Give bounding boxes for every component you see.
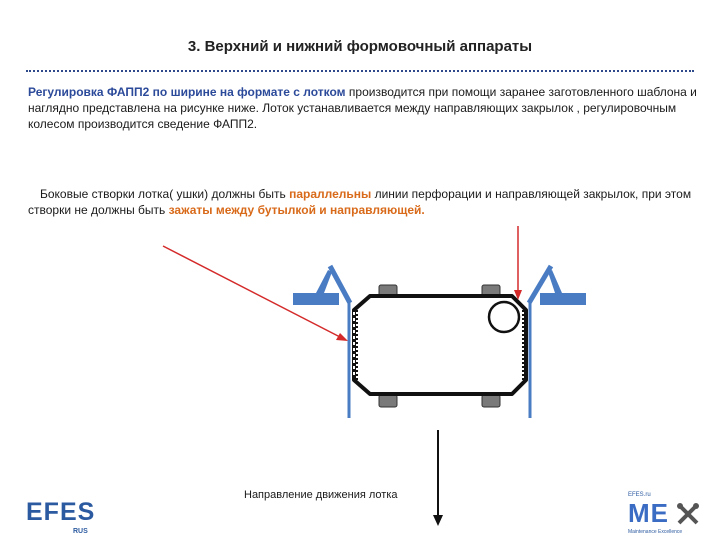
efes-logo: EFES RUS xyxy=(26,498,96,535)
paragraph-text: производится при помощи заранее заготовл… xyxy=(28,85,697,131)
highlight-clamped: зажаты между бутылкой и направляющей. xyxy=(168,203,425,217)
efes-logo-sub: RUS xyxy=(73,528,88,535)
paragraph-text-2: линии перфорации и направляющей закрылок… xyxy=(28,187,692,217)
me-logo: EFES.ru ME Maintenance Excellence xyxy=(628,492,708,536)
paragraph-text-1: Боковые створки лотка( ушки) должны быть xyxy=(40,187,290,201)
clamp-block xyxy=(481,394,501,408)
direction-label: Направление движения лотка xyxy=(244,489,398,501)
paragraph-flaps: Боковые створки лотка( ушки) должны быть… xyxy=(28,186,698,218)
page-title: 3. Верхний и нижний формовочный аппараты xyxy=(187,38,533,55)
highlight-parallel: параллельны xyxy=(289,187,372,201)
paragraph-adjustment: Регулировка ФАПП2 по ширине на формате с… xyxy=(28,84,698,132)
left-guide xyxy=(293,264,353,418)
efes-logo-text: EFES xyxy=(26,498,96,526)
clamp-block xyxy=(378,394,398,408)
right-guide xyxy=(526,264,586,418)
me-logo-top: EFES.ru xyxy=(628,492,651,498)
direction-arrow xyxy=(433,430,443,526)
me-logo-sub: Maintenance Excellence xyxy=(628,529,683,535)
me-logo-text: ME xyxy=(628,498,669,528)
bottle-circle xyxy=(487,300,521,334)
title-divider xyxy=(26,70,694,72)
paragraph-lead: Регулировка ФАПП2 по ширине на формате с… xyxy=(28,85,346,99)
tray-outline xyxy=(352,294,528,396)
red-arrow-left xyxy=(162,245,348,341)
wrench-icon xyxy=(677,503,699,525)
red-arrow-right xyxy=(514,226,522,300)
